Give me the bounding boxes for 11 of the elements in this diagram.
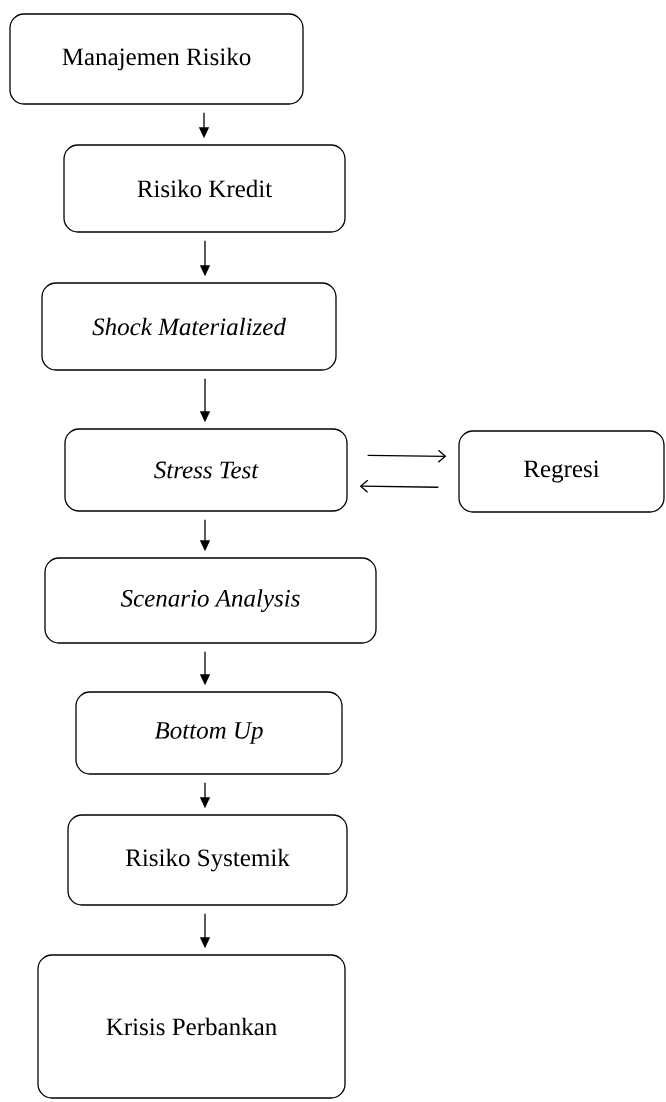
process-box: Shock Materialized [41,282,337,371]
process-box: Risiko Systemik [67,814,348,906]
process-box: Scenario Analysis [44,557,377,644]
process-box: Krisis Perbankan [37,954,346,1099]
arrow [359,479,439,493]
process-box: Bottom Up [75,691,343,775]
process-box: Regresi [458,430,665,513]
arrow [367,449,447,463]
process-box: Stress Test [64,428,348,512]
process-box: Manajemen Risiko [9,13,304,105]
process-box: Risiko Kredit [63,144,346,233]
